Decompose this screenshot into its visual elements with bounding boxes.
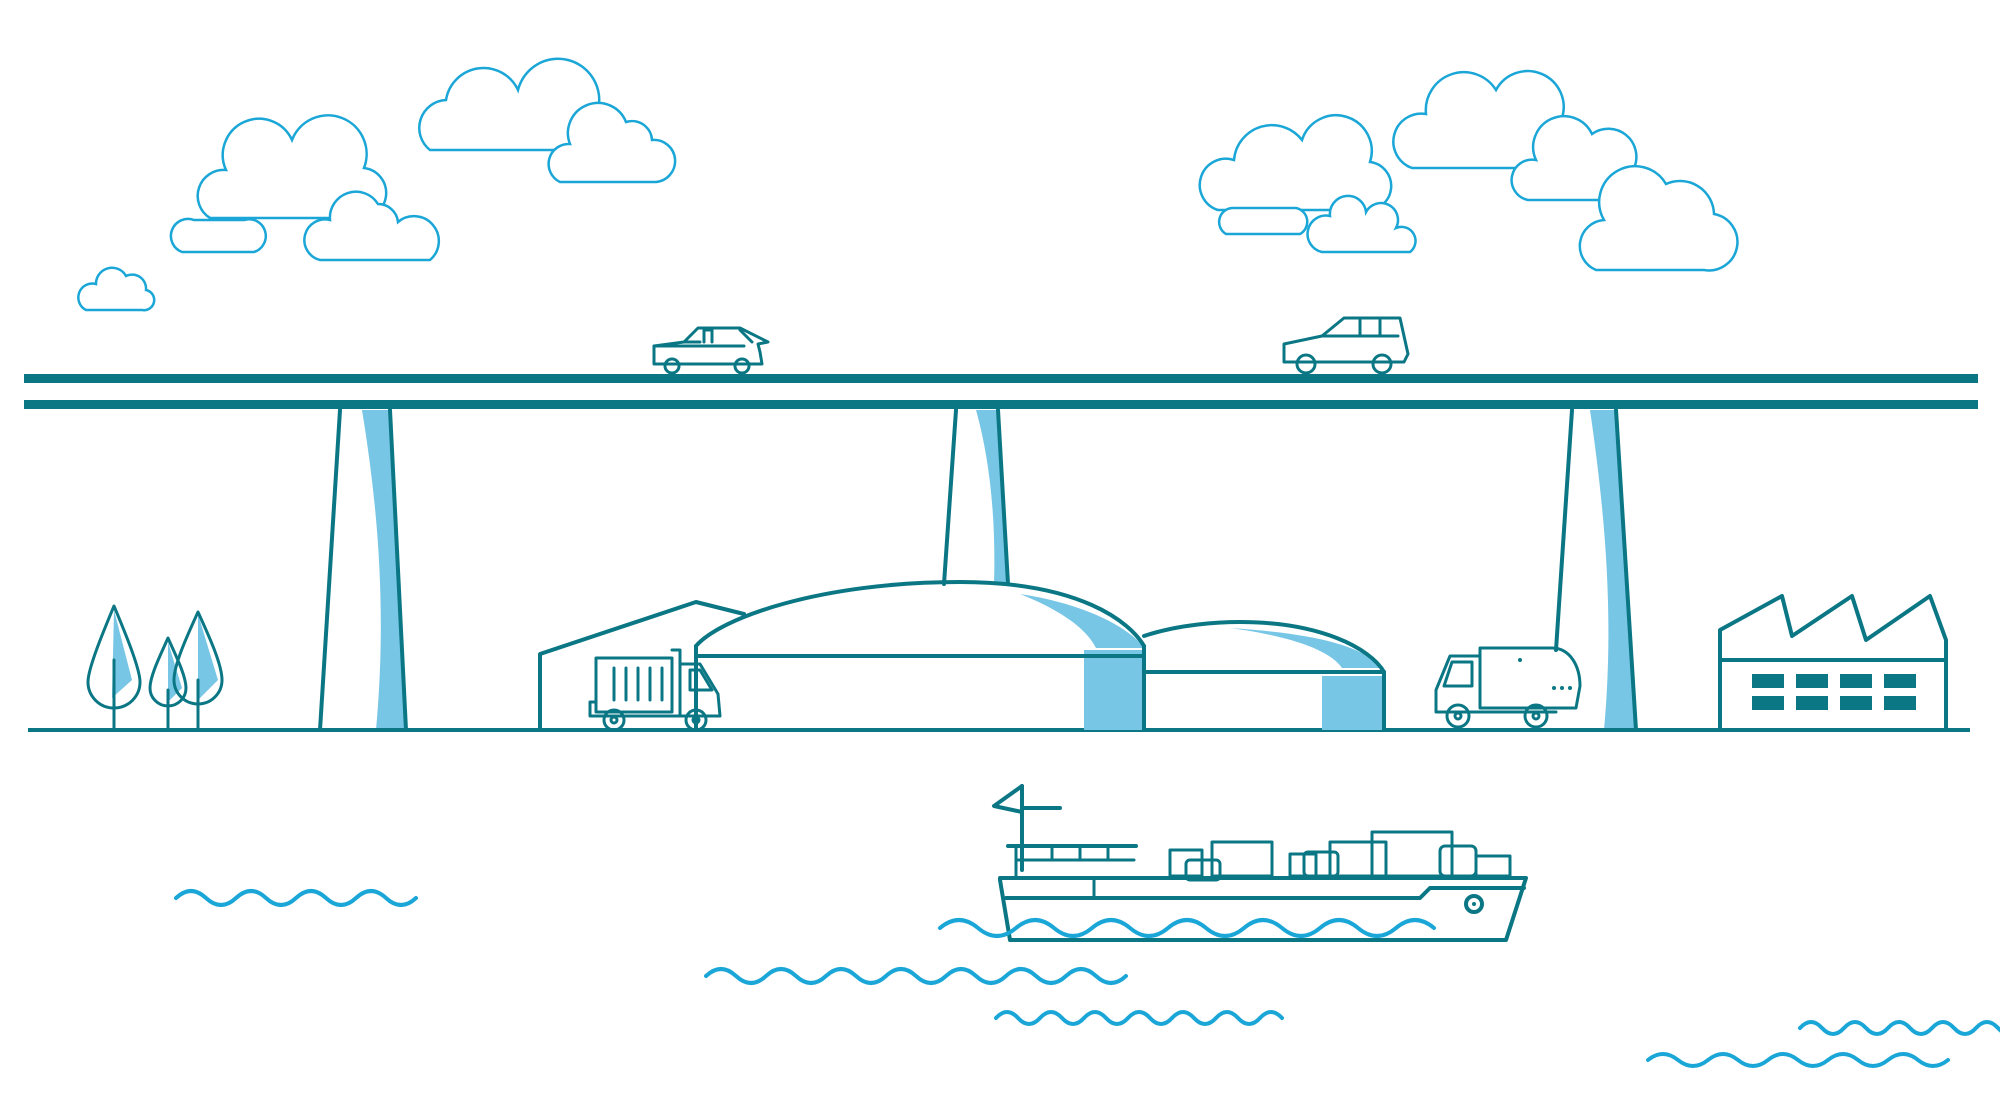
cloud xyxy=(169,114,441,262)
factory-windows xyxy=(1752,674,1916,710)
cargo-ship xyxy=(992,784,1528,942)
delivery-truck xyxy=(1434,646,1582,729)
trees xyxy=(86,604,224,732)
hatchback-car xyxy=(1282,316,1410,375)
pillar xyxy=(318,408,408,732)
highway-top-rail xyxy=(24,374,1978,383)
clouds xyxy=(77,57,1739,312)
elevated-highway xyxy=(24,374,1978,732)
cloud xyxy=(1198,114,1417,254)
tree xyxy=(86,604,142,732)
sedan-car xyxy=(652,326,770,375)
highway-bottom-rail xyxy=(24,400,1978,409)
pillar xyxy=(942,408,1010,586)
tree xyxy=(172,610,224,732)
factory-building xyxy=(1718,594,1948,732)
cloud xyxy=(1392,69,1739,272)
cloud xyxy=(418,57,677,184)
storage-facility xyxy=(538,580,1386,732)
pillar xyxy=(1554,408,1638,732)
cloud xyxy=(77,266,156,312)
container-truck xyxy=(588,648,722,732)
water-waves xyxy=(174,889,2000,1068)
